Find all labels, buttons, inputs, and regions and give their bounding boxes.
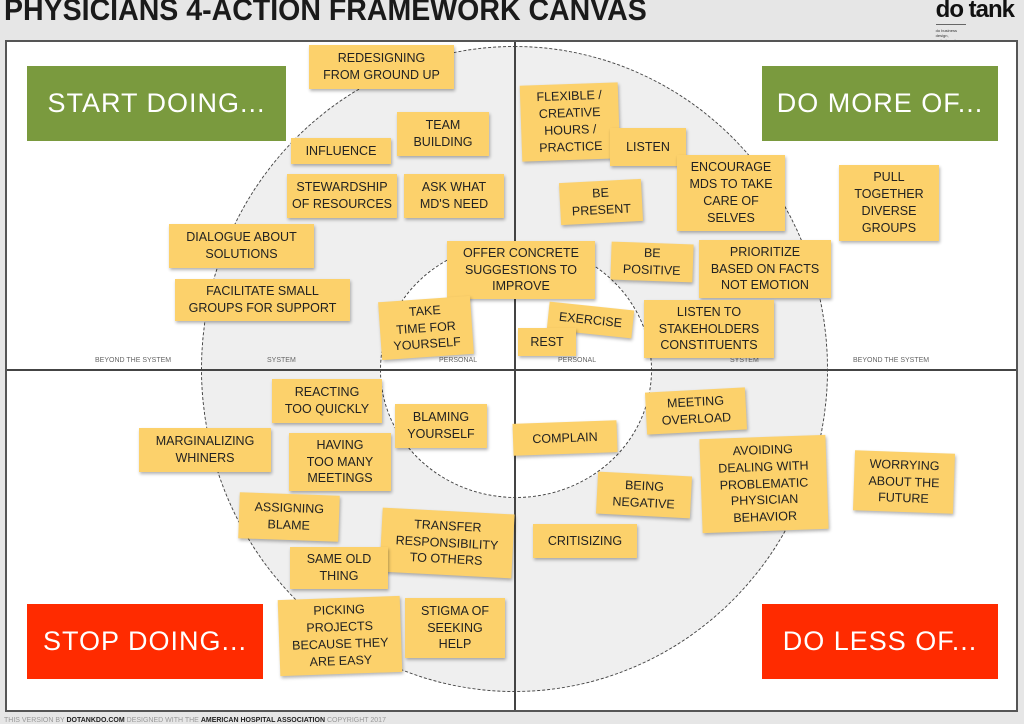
footer-credits: THIS VERSION BY DOTANKDO.COM DESIGNED WI… (4, 717, 386, 724)
sticky-note: SAME OLD THING (290, 547, 388, 589)
sticky-note: STEWARDSHIP OF RESOURCES (287, 174, 397, 218)
sticky-note: COMPLAIN (512, 420, 618, 456)
sticky-note: WORRYING ABOUT THE FUTURE (852, 450, 956, 514)
sticky-note: ASK WHAT MD'S NEED (404, 174, 504, 218)
sticky-note: AVOIDING DEALING WITH PROBLEMATIC PHYSIC… (699, 434, 829, 534)
footer-link-dotank[interactable]: DOTANKDO.COM (66, 717, 125, 724)
sticky-note: TAKE TIME FOR YOURSELF (378, 295, 474, 361)
sticky-note: PULL TOGETHER DIVERSE GROUPS (839, 165, 939, 241)
sticky-note: REACTING TOO QUICKLY (272, 379, 382, 423)
footer-aha: AMERICAN HOSPITAL ASSOCIATION (200, 717, 326, 724)
sticky-note: BE PRESENT (558, 178, 644, 226)
zone-label: BEYOND THE SYSTEM (95, 357, 172, 364)
sticky-note: PRIORITIZE BASED ON FACTS NOT EMOTION (699, 240, 831, 298)
sticky-note: INFLUENCE (291, 138, 391, 164)
footer-text: THIS VERSION BY (4, 717, 67, 724)
sticky-note: REST (518, 328, 576, 356)
sticky-note: ENCOURAGE MDS TO TAKE CARE OF SELVES (677, 155, 785, 231)
sticky-note: LISTEN TO STAKEHOLDERS CONSTITUENTS (644, 300, 774, 358)
footer-text: DESIGNED WITH THE (124, 717, 201, 724)
start-doing-header: START DOING... (27, 66, 286, 141)
sticky-note: BEING NEGATIVE (595, 471, 693, 519)
sticky-note: BLAMING YOURSELF (395, 404, 487, 448)
do-less-of-header: DO LESS OF... (762, 604, 998, 679)
zone-label: PERSONAL (439, 357, 478, 364)
zone-label: SYSTEM (267, 357, 296, 364)
logo-word: do tank (935, 0, 1015, 23)
vertical-divider (514, 42, 516, 710)
zone-label: PERSONAL (558, 357, 597, 364)
sticky-note: PICKING PROJECTS BECAUSE THEY ARE EASY (277, 595, 403, 677)
sticky-note: HAVING TOO MANY MEETINGS (289, 433, 391, 491)
zone-label: BEYOND THE SYSTEM (853, 357, 930, 364)
dotank-logo: do tank do business design, redesigned (935, 0, 1015, 43)
stop-doing-header: STOP DOING... (27, 604, 263, 679)
sticky-note: REDESIGNING FROM GROUND UP (309, 45, 454, 89)
sticky-note: DIALOGUE ABOUT SOLUTIONS (169, 224, 314, 268)
sticky-note: TEAM BUILDING (397, 112, 489, 156)
sticky-note: STIGMA OF SEEKING HELP (405, 598, 505, 658)
sticky-note: LISTEN (610, 128, 686, 166)
sticky-note: FACILITATE SMALL GROUPS FOR SUPPORT (175, 279, 350, 321)
framework-canvas: BEYOND THE SYSTEM SYSTEM PERSONAL PERSON… (5, 40, 1018, 712)
sticky-note: CRITISIZING (533, 524, 637, 558)
sticky-note: ASSIGNING BLAME (238, 492, 340, 542)
sticky-note: OFFER CONCRETE SUGGESTIONS TO IMPROVE (447, 241, 595, 299)
zone-label: SYSTEM (730, 357, 759, 364)
sticky-note: FLEXIBLE / CREATIVE HOURS / PRACTICE (519, 82, 621, 162)
do-more-of-header: DO MORE OF... (762, 66, 998, 141)
footer-copyright: COPYRIGHT 2017 (325, 717, 386, 724)
sticky-note: MEETING OVERLOAD (644, 387, 748, 435)
sticky-note: MARGINALIZING WHINERS (139, 428, 271, 472)
horizontal-divider (7, 369, 1016, 371)
page-title: PHYSICIANS 4-ACTION FRAMEWORK CANVAS (4, 0, 647, 27)
sticky-note: TRANSFER RESPONSIBILITY TO OTHERS (379, 507, 515, 579)
sticky-note: BE POSITIVE (610, 241, 694, 283)
